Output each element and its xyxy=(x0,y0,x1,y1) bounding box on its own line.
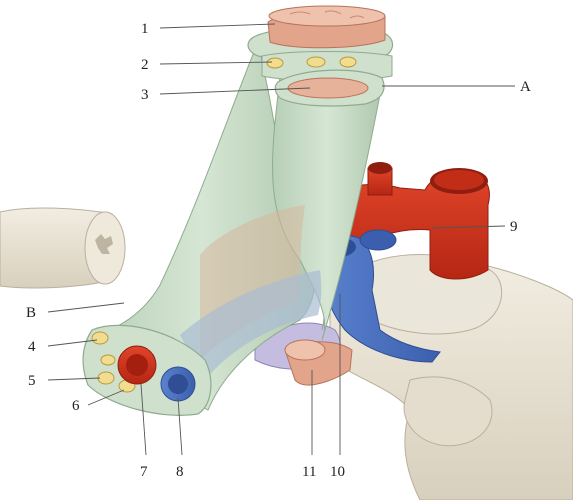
label-1: 1 xyxy=(141,21,149,37)
label-7: 7 xyxy=(140,464,148,480)
item-5-nerve xyxy=(98,372,114,384)
label-8: 8 xyxy=(176,464,184,480)
label-4: 4 xyxy=(28,339,36,355)
label-2: 2 xyxy=(141,57,149,73)
label-6: 6 xyxy=(72,398,80,414)
label-B: B xyxy=(26,305,36,321)
label-3: 3 xyxy=(141,87,149,103)
item-4-nerve xyxy=(92,332,108,344)
top-compartments xyxy=(248,6,392,106)
label-9: 9 xyxy=(510,219,518,235)
label-5: 5 xyxy=(28,373,36,389)
label-11: 11 xyxy=(302,464,316,480)
label-A: A xyxy=(520,79,531,95)
cut-bone-left xyxy=(0,208,125,288)
cut-muscle-11 xyxy=(285,340,352,385)
label-10: 10 xyxy=(330,464,345,480)
